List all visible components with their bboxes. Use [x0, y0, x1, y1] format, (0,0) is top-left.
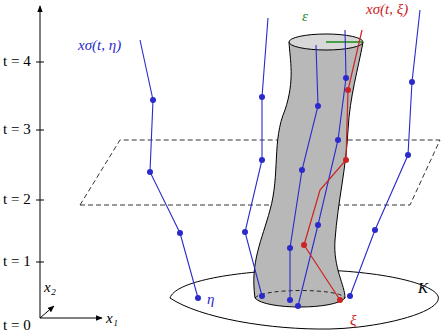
initial-point-label: η: [207, 292, 214, 307]
axis-label: x₁: [106, 311, 118, 326]
time-label: t = 3: [3, 122, 31, 137]
time-label: t = 2: [3, 192, 31, 207]
set-label: K: [418, 281, 428, 296]
trajectory-label: xσ(t, η): [78, 38, 121, 53]
axis-label: x₂: [44, 280, 56, 295]
time-label: t = 4: [3, 54, 31, 69]
radius-label: ε: [302, 9, 308, 24]
trajectory-label: xσ(t, ξ): [366, 2, 408, 17]
initial-point-label: ξ: [350, 313, 356, 328]
time-label: t = 1: [3, 254, 31, 269]
time-label: t = 0: [3, 318, 31, 333]
